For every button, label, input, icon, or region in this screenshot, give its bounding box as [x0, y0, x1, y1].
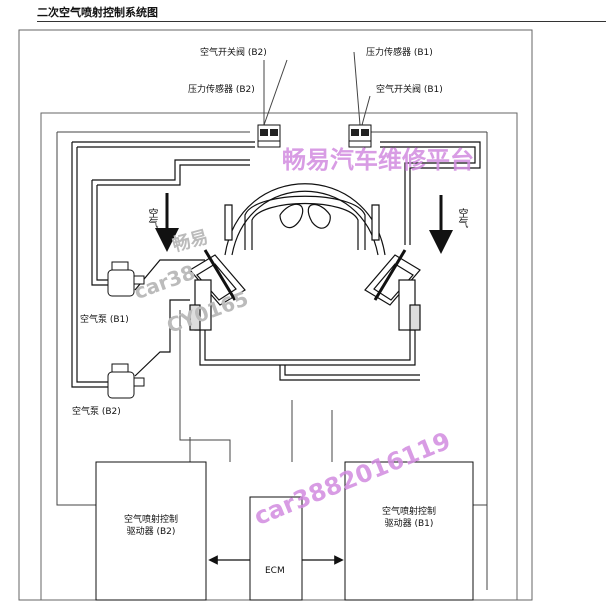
air-pipes — [71, 141, 481, 388]
title-rule — [37, 21, 606, 22]
exhaust-pipe — [199, 330, 420, 381]
page-title: 二次空气喷射控制系统图 — [37, 6, 158, 19]
label-air-pump-b2: 空气泵 (B2) — [72, 407, 121, 417]
label-air-pump-b1: 空气泵 (B1) — [80, 315, 129, 325]
air-switching-valve-b2 — [257, 124, 281, 148]
ecm-box — [249, 496, 303, 601]
label-asv-b1: 空气开关阀 (B1) — [376, 85, 443, 95]
label-pressure-sensor-b2: 压力传感器 (B2) — [188, 85, 255, 95]
driver-b2-box — [95, 461, 207, 601]
label-air-right: 空气 — [456, 208, 467, 228]
label-driver-b1: 空气喷射控制 驱动器 (B1) — [381, 507, 436, 529]
label-ecm: ECM — [265, 566, 285, 576]
label-air-left: 空气 — [146, 208, 157, 228]
intake-manifold — [224, 183, 386, 256]
wiring — [56, 51, 488, 590]
driver-b1-box — [344, 461, 474, 601]
engine-bank-right — [364, 204, 421, 331]
label-asv-b2: 空气开关阀 (B2) — [200, 48, 267, 58]
air-pump-b1-shape — [107, 261, 145, 297]
label-pressure-sensor-b1: 压力传感器 (B1) — [366, 48, 433, 58]
label-driver-b2: 空气喷射控制 驱动器 (B2) — [123, 515, 178, 537]
air-pump-b2-shape — [107, 363, 145, 399]
engine-bank-left — [189, 204, 246, 331]
air-switching-valve-b1 — [348, 124, 372, 148]
